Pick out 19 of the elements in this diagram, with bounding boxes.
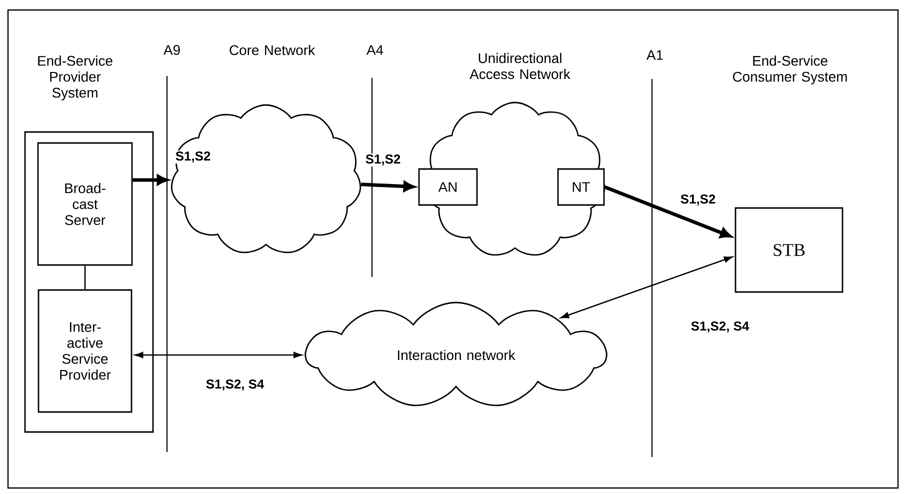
region-heading: End-Service Consumer System — [732, 56, 847, 84]
interface-label: A4 — [366, 45, 384, 55]
arrow — [134, 352, 302, 358]
provider-box: Inter- active Service Provider — [38, 289, 132, 413]
node-label: Core Network — [230, 44, 316, 56]
edge-label: S1,S2, S4 — [690, 320, 750, 334]
node-label: Unidirectional Access Network — [470, 52, 570, 80]
terminal-box: NT — [557, 168, 605, 206]
interface-label: A1 — [646, 50, 663, 60]
arrow — [560, 256, 732, 318]
edge-label: S1,S2 — [364, 153, 402, 167]
set-top-box: STB — [734, 207, 844, 293]
edge-label: S1,S2, S4 — [204, 378, 266, 392]
edge-label: S1,S2 — [174, 150, 212, 164]
access-node-box: AN — [418, 168, 478, 206]
node-label: End-Service Provider System — [38, 56, 112, 100]
server-box: Broad- cast Server — [37, 142, 133, 266]
interface-label: A9 — [164, 45, 180, 55]
network-cloud: Interaction network — [304, 302, 608, 406]
